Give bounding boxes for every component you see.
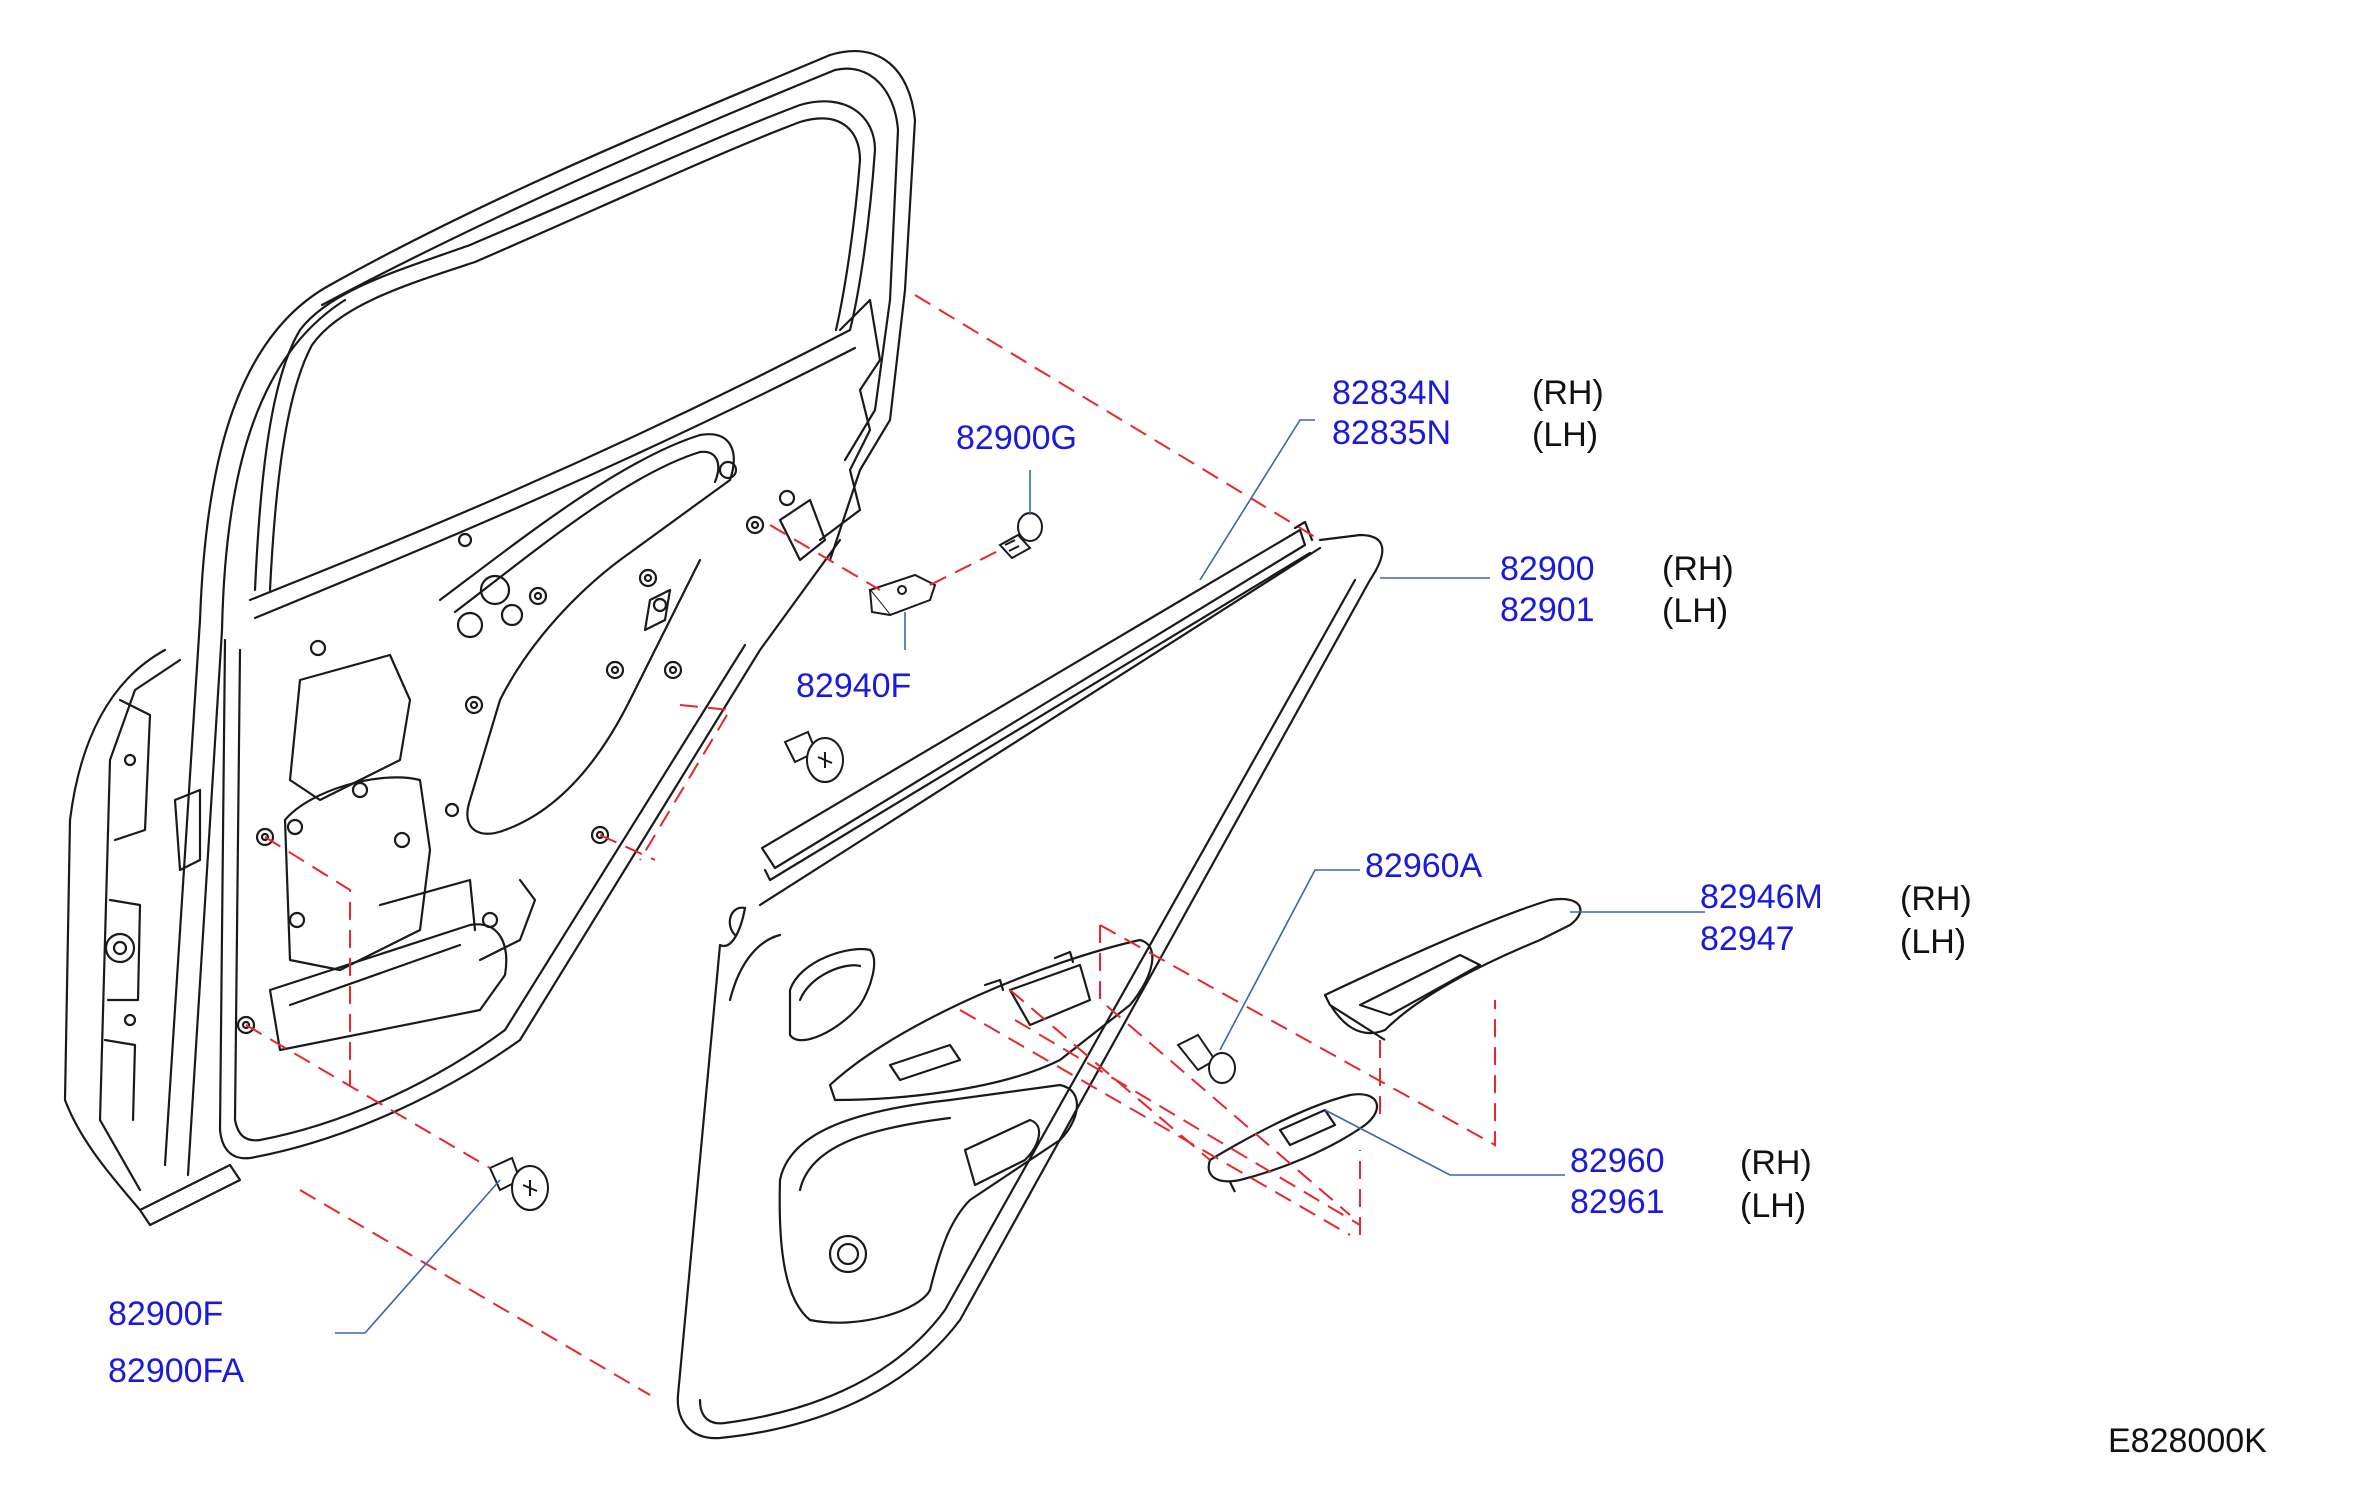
trim-panel-pn-lh: 82901: [1500, 591, 1595, 629]
armrest-cover-pn-lh: 82947: [1700, 920, 1795, 958]
door-inner-panel: [63, 50, 917, 1227]
armrest-cover-side-rh: (RH): [1900, 880, 1972, 918]
switch-finisher-side-lh: (LH): [1740, 1187, 1807, 1225]
armrest-cover-pn-rh: 82946M: [1700, 878, 1823, 916]
switch-finisher-side-rh: (RH): [1740, 1144, 1812, 1182]
weatherstrip-side-rh: (RH): [1532, 374, 1604, 412]
trim-panel-pn-rh: 82900: [1500, 550, 1595, 588]
screw-82900g: [998, 512, 1043, 560]
clip-pn-2: 82900FA: [108, 1352, 245, 1390]
screw-a-pn: 82960A: [1365, 847, 1483, 885]
switch-finisher-pn-rh: 82960: [1570, 1142, 1665, 1180]
bracket-82940f: [868, 573, 937, 617]
door-trim-panel: [676, 520, 1384, 1440]
armrest-cover-82946m: [1323, 897, 1582, 1041]
weatherstrip-side-lh: (LH): [1532, 416, 1599, 454]
clip-upper: [783, 730, 844, 783]
screw-82960a: [1176, 1033, 1236, 1084]
clip-pn-1: 82900F: [108, 1295, 224, 1333]
figure-code: E828000K: [2108, 1422, 2267, 1460]
bracket-pn: 82940F: [796, 667, 912, 705]
weatherstrip-pn-lh: 82835N: [1332, 414, 1452, 452]
clip-lower: [488, 1156, 549, 1211]
phantom-lines: [245, 294, 1496, 1396]
armrest-cover-side-lh: (LH): [1900, 923, 1967, 961]
panel-holes: [104, 460, 796, 1035]
switch-finisher-82960: [1207, 1093, 1378, 1193]
switch-finisher-pn-lh: 82961: [1570, 1183, 1665, 1221]
trim-panel-side-lh: (LH): [1662, 592, 1729, 630]
leader-lines: [335, 419, 1705, 1334]
weatherstrip-pn-rh: 82834N: [1332, 374, 1452, 412]
weatherstrip-part: [760, 528, 1307, 870]
screw-g-pn: 82900G: [956, 419, 1077, 457]
trim-panel-side-rh: (RH): [1662, 550, 1734, 588]
